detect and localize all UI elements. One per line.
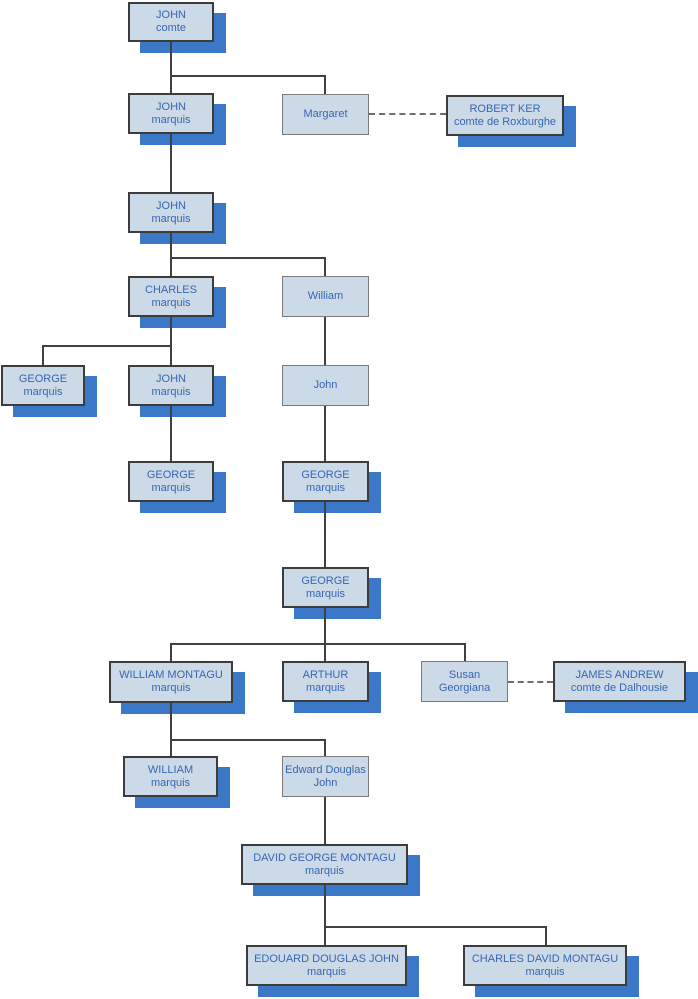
node-john[interactable]: John <box>282 365 369 406</box>
connector-line <box>324 885 326 945</box>
connector-line <box>324 797 326 844</box>
person-title: marquis <box>151 113 191 126</box>
node-william[interactable]: William <box>282 276 369 317</box>
connector-line <box>324 926 547 928</box>
person-name: WILLIAM MONTAGU <box>119 669 223 681</box>
connector-line <box>42 346 44 365</box>
person-name: WILLIAM <box>147 763 194 776</box>
person-name: GEORGE <box>18 372 68 385</box>
connector-line <box>324 76 326 94</box>
connector-line <box>170 42 172 93</box>
person-title: marquis <box>305 681 346 694</box>
person-name: Edward Douglas <box>285 763 366 776</box>
connector-line <box>324 406 326 461</box>
connector-line <box>324 740 326 756</box>
person-title: marquis <box>306 965 347 978</box>
person-name: JOHN <box>156 372 186 385</box>
marriage-dashed-line <box>369 113 446 115</box>
person-name: JAMES ANDREW <box>575 668 664 681</box>
person-title: John <box>313 776 338 789</box>
person-title: marquis <box>151 682 191 694</box>
connector-line <box>324 502 326 567</box>
person-name: ARTHUR <box>302 668 349 681</box>
person-name: JOHN <box>156 199 186 212</box>
connector-line <box>170 233 172 276</box>
person-name: EDOUARD DOUGLAS JOHN <box>254 952 399 965</box>
connector-line <box>170 257 326 259</box>
person-title: marquis <box>305 481 346 494</box>
person-title: marquis <box>304 864 345 877</box>
person-title: marquis <box>305 587 346 600</box>
person-title: marquis <box>150 776 191 789</box>
connector-line <box>170 739 326 741</box>
person-name: DAVID GEORGE MONTAGU <box>253 851 396 864</box>
marriage-dashed-line <box>508 681 553 683</box>
person-title: marquis <box>23 385 63 398</box>
connector-line <box>170 643 466 645</box>
person-title: marquis <box>151 212 191 225</box>
person-title: comte de Dalhousie <box>570 681 669 694</box>
connector-line <box>170 703 172 756</box>
person-name: CHARLES <box>145 283 197 296</box>
node-margaret[interactable]: Margaret <box>282 94 369 135</box>
person-title: marquis <box>151 385 191 398</box>
person-title: Georgiana <box>438 681 491 694</box>
connector-line <box>464 644 466 661</box>
person-name: GEORGE <box>146 468 196 481</box>
connector-line <box>324 608 326 661</box>
connector-line <box>324 317 326 365</box>
connector-line <box>545 927 547 945</box>
person-title: comte de Roxburghe <box>453 115 557 128</box>
person-name: Susan <box>448 668 481 681</box>
connector-line <box>170 75 326 77</box>
person-title: marquis <box>525 965 565 978</box>
person-name: JOHN <box>156 9 186 21</box>
connector-line <box>170 406 172 461</box>
person-title: comte <box>156 22 186 34</box>
person-name: John <box>313 379 338 391</box>
connector-line <box>170 317 172 365</box>
connector-line <box>170 644 172 661</box>
connector-line <box>42 345 172 347</box>
person-name: GEORGE <box>301 574 350 587</box>
person-name: JOHN <box>156 100 186 113</box>
person-name: Margaret <box>303 108 348 120</box>
person-name: GEORGE <box>301 468 350 481</box>
person-title: marquis <box>151 481 191 494</box>
person-name: ROBERT KER <box>469 102 541 115</box>
connector-line <box>324 258 326 276</box>
person-name: William <box>307 290 344 302</box>
connector-line <box>170 134 172 192</box>
person-title: marquis <box>151 296 191 309</box>
person-name: CHARLES DAVID MONTAGU <box>471 952 619 965</box>
